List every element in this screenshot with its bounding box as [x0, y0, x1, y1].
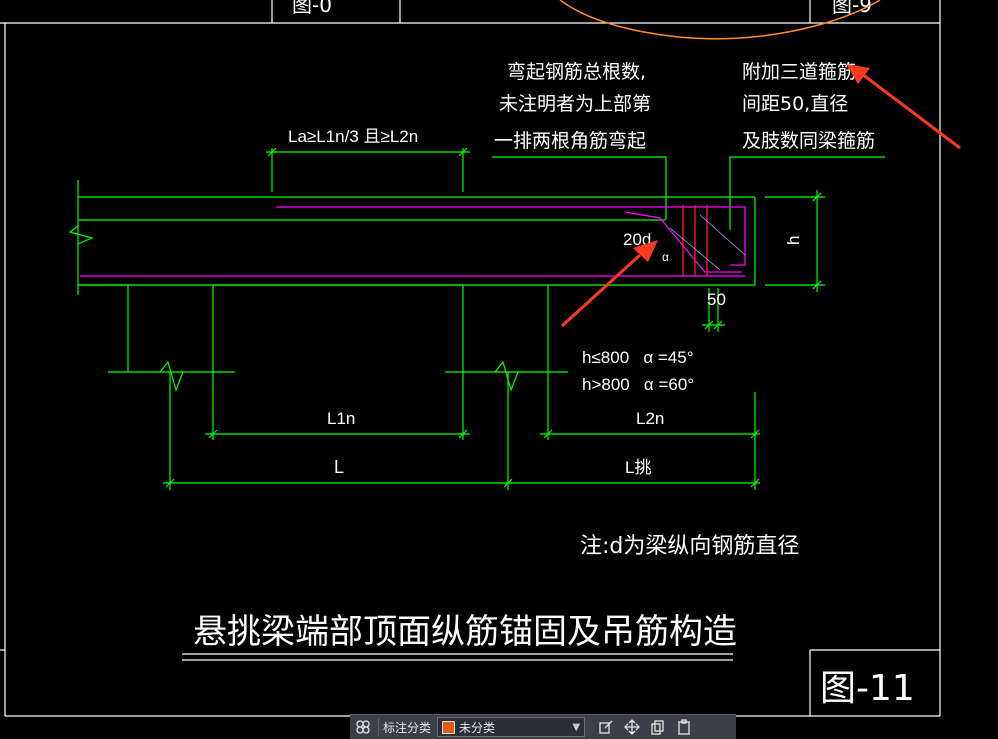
edit-icon[interactable] — [593, 715, 619, 739]
annotation-toolbar: 标注分类 未分类 ▼ — [350, 714, 736, 739]
note-text: 注:d为梁纵向钢筋直径 — [580, 534, 799, 559]
svg-text:及肢数同梁箍筋: 及肢数同梁箍筋 — [742, 130, 875, 152]
toolbar-separator — [378, 718, 379, 736]
category-value: 未分类 — [459, 720, 496, 735]
svg-text:附加三道箍筋,: 附加三道箍筋, — [742, 61, 862, 83]
dim-l2n-label: L2n — [636, 409, 664, 428]
cloud-markup-arc — [559, 0, 881, 40]
svg-text:间距50,直径: 间距50,直径 — [742, 93, 848, 115]
dim-la-label: La≥L1n/3 且≥L2n — [288, 127, 418, 146]
angle-rule-2: h>800 α =60° — [582, 375, 694, 394]
dim-20d-label: 20d — [623, 230, 651, 249]
move-icon[interactable] — [619, 715, 645, 739]
chevron-down-icon: ▼ — [572, 721, 581, 733]
alpha-symbol: α — [662, 250, 669, 264]
category-label: 标注分类 — [383, 720, 432, 735]
dim-50-label: 50 — [707, 290, 726, 309]
top-figure-label-left: 图-0 — [292, 0, 332, 17]
markup-arrow-lower — [560, 240, 658, 328]
svg-text:未注明者为上部第: 未注明者为上部第 — [499, 93, 651, 115]
category-dropdown[interactable]: 未分类 ▼ — [437, 717, 586, 737]
dim-l1n-label: L1n — [327, 409, 355, 428]
dimension-ticks — [165, 147, 822, 488]
dim-l-label: L — [334, 457, 344, 477]
angle-rule-1: h≤800 α =45° — [582, 348, 694, 367]
drawing-frame — [0, 0, 941, 717]
figure-number: 图-11 — [820, 668, 915, 709]
bend-hatch — [669, 214, 746, 271]
group-icon[interactable] — [350, 715, 376, 739]
copy-icon[interactable] — [645, 715, 671, 739]
paste-icon[interactable] — [671, 715, 697, 739]
annotation-bent-bars: 弯起钢筋总根数, 未注明者为上部第 一排两根角筋弯起 — [494, 61, 651, 152]
svg-text:弯起钢筋总根数,: 弯起钢筋总根数, — [507, 61, 646, 83]
top-figure-label-right: 图-9 — [832, 0, 872, 17]
category-color-swatch — [442, 720, 456, 734]
annotation-extra-stirrups: 附加三道箍筋, 间距50,直径 及肢数同梁箍筋 — [742, 61, 875, 152]
title-underline — [182, 653, 733, 661]
dim-ltiao-label: L挑 — [625, 458, 651, 477]
additional-stirrups — [682, 205, 708, 276]
beam-outline — [68, 148, 885, 490]
svg-text:一排两根角筋弯起: 一排两根角筋弯起 — [494, 130, 646, 152]
drawing-title: 悬挑梁端部顶面纵筋锚固及吊筋构造 — [193, 612, 737, 652]
markup-arrow-upper — [846, 64, 961, 150]
dim-h-label: h — [784, 236, 803, 245]
